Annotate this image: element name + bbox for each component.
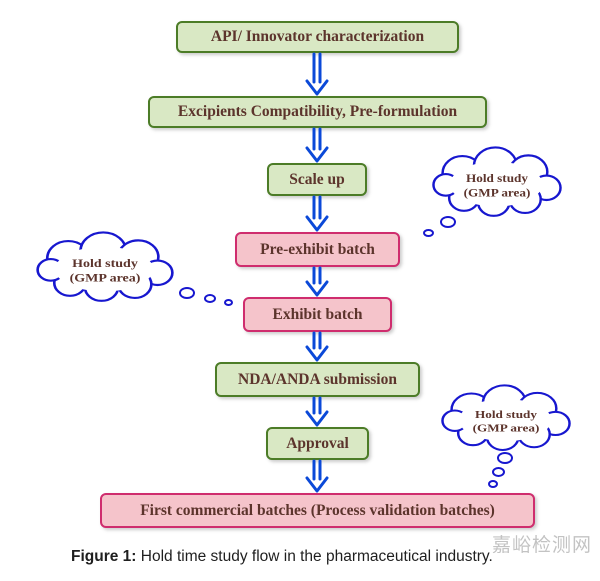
- flow-step-excipients-compatibility: Excipients Compatibility, Pre-formulatio…: [148, 96, 487, 128]
- flow-step-label: First commercial batches (Process valida…: [140, 501, 495, 519]
- cloud-text-line1: Hold study: [475, 408, 537, 421]
- thought-bubble: [204, 294, 216, 303]
- flow-step-label: Scale up: [289, 170, 345, 188]
- thought-bubble: [423, 229, 434, 237]
- hold-study-cloud-commercial: Hold study (GMP area): [441, 384, 571, 451]
- down-arrow: [305, 195, 329, 232]
- down-arrow: [305, 331, 329, 362]
- cloud-text-line2: (GMP area): [473, 422, 540, 435]
- flow-step-label: Excipients Compatibility, Pre-formulatio…: [177, 103, 458, 121]
- cloud-text-line1: Hold study: [466, 172, 529, 185]
- thought-bubble: [179, 287, 195, 299]
- figure-caption-text: Hold time study flow in the pharmaceutic…: [136, 548, 493, 565]
- flow-step-approval: Approval: [266, 427, 369, 460]
- flow-step-api-innovator-characterization: API/ Innovator characterization: [176, 21, 459, 53]
- thought-bubble: [440, 216, 456, 228]
- flow-step-scale-up: Scale up: [267, 163, 367, 196]
- cloud-text-line2: (GMP area): [464, 186, 531, 199]
- hold-study-cloud-pre-exhibit: Hold study (GMP area): [432, 146, 562, 217]
- flow-step-label: Approval: [286, 434, 349, 452]
- flow-step-label: API/ Innovator characterization: [210, 28, 425, 46]
- down-arrow: [305, 266, 329, 297]
- down-arrow: [305, 127, 329, 163]
- cloud-text-line2: (GMP area): [70, 272, 141, 285]
- flow-step-nda-anda-submission: NDA/ANDA submission: [215, 362, 420, 397]
- flow-step-pre-exhibit-batch: Pre-exhibit batch: [235, 232, 400, 267]
- flow-step-label: Pre-exhibit batch: [260, 240, 375, 258]
- thought-bubble: [492, 467, 505, 477]
- thought-bubble: [488, 480, 498, 488]
- figure-caption: Figure 1: Hold time study flow in the ph…: [71, 548, 493, 566]
- flow-step-exhibit-batch: Exhibit batch: [243, 297, 392, 332]
- flow-step-first-commercial-batches: First commercial batches (Process valida…: [100, 493, 535, 528]
- flow-step-label: NDA/ANDA submission: [238, 370, 397, 388]
- down-arrow: [305, 459, 329, 493]
- cloud-text-line1: Hold study: [72, 257, 138, 270]
- hold-study-cloud-exhibit: Hold study (GMP area): [36, 231, 174, 302]
- down-arrow: [305, 52, 329, 96]
- watermark: 嘉峪检测网: [492, 535, 593, 556]
- thought-bubble: [497, 452, 513, 464]
- figure-caption-label: Figure 1:: [71, 548, 137, 565]
- down-arrow: [305, 396, 329, 427]
- flow-step-label: Exhibit batch: [272, 305, 363, 323]
- thought-bubble: [224, 299, 233, 306]
